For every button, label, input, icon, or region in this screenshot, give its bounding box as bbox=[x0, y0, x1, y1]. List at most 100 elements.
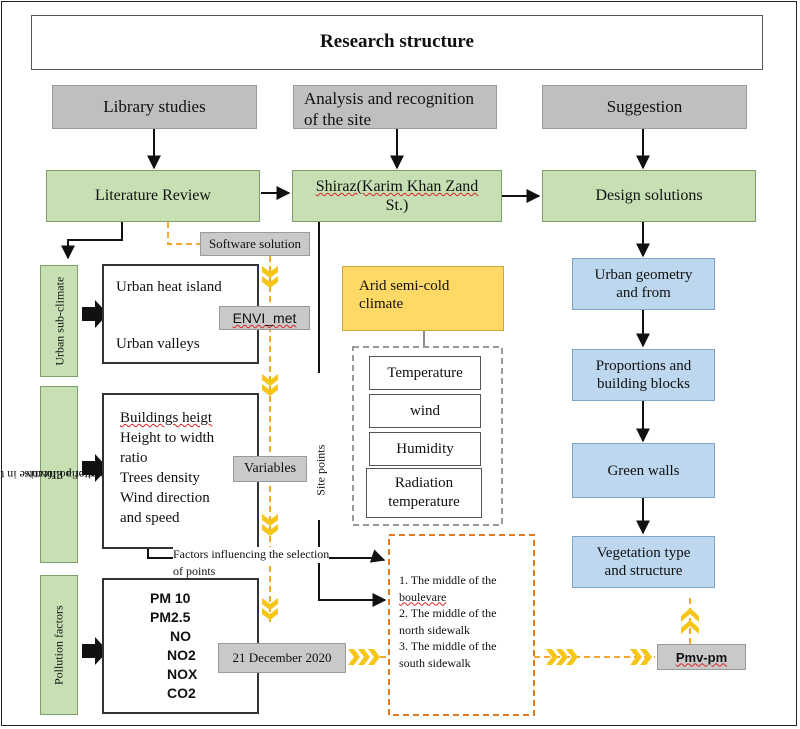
pollutant-co2: CO2 bbox=[167, 685, 196, 702]
pollutant-no2: NO2 bbox=[167, 647, 196, 664]
points-dashed-box bbox=[388, 534, 535, 716]
urban-valleys: Urban valleys bbox=[116, 336, 200, 352]
humidity-label: Humidity bbox=[396, 441, 454, 457]
urban-geometry-line-1: Urban geometry bbox=[594, 267, 693, 283]
factors-text: Factors influencing the selection bbox=[173, 547, 330, 563]
analysis-label-line1: Analysis and recognition bbox=[304, 89, 474, 108]
proportions-line-1: Proportions and bbox=[595, 358, 692, 374]
factors-text-2: of points bbox=[173, 563, 216, 580]
factors-line-2: of points bbox=[173, 564, 216, 578]
pollutant-pm25: PM2.5 bbox=[150, 609, 191, 626]
library-studies-box: Library studies bbox=[52, 85, 257, 129]
site-points-label-wrap: Site points bbox=[306, 420, 334, 520]
criteria-box bbox=[102, 393, 259, 549]
pollutant-no: NO bbox=[170, 628, 191, 645]
variables-label: Variables bbox=[243, 461, 297, 476]
criteria-line-2: Height to width bbox=[120, 429, 215, 446]
urban-heat-island: Urban heat island bbox=[116, 279, 222, 295]
vegetation-box: Vegetation type and structure bbox=[572, 536, 715, 588]
radiation-line-1: Radiation bbox=[394, 474, 454, 491]
pollutant-nox: NOX bbox=[167, 666, 198, 683]
shiraz-label-line2: St.) bbox=[385, 197, 409, 214]
criteria-line-1: Buildings heigt bbox=[120, 410, 213, 426]
climate-dashed-group bbox=[352, 346, 503, 526]
point-3-line-1: 3. The middle of the bbox=[399, 639, 497, 654]
site-points-list: 1. The middle of the boulevare 2. The mi… bbox=[399, 572, 496, 671]
date-label: 21 December 2020 bbox=[232, 650, 332, 665]
temperature-box: Temperature bbox=[369, 356, 481, 390]
point-2-line-1: 2. The middle of the bbox=[399, 606, 497, 621]
green-walls-label: Green walls bbox=[607, 462, 680, 479]
criteria-list: Buildings heigt Height to width ratio Tr… bbox=[120, 409, 214, 529]
chevrons-down-3 bbox=[262, 514, 278, 536]
block-arrow-pollution bbox=[82, 637, 108, 665]
criteria-line-5: Wind direction bbox=[120, 489, 210, 506]
suggestion-box: Suggestion bbox=[542, 85, 747, 129]
dash-literature-to-software bbox=[167, 222, 200, 245]
software-solution-label: Software solution bbox=[208, 236, 302, 251]
urban-geometry-box: Urban geometry and from bbox=[572, 258, 715, 310]
chevrons-right-pmv bbox=[630, 649, 652, 665]
radiation-line-2: temperature bbox=[388, 494, 460, 510]
climate-line-2: climate bbox=[359, 296, 404, 312]
pollutant-pm10: PM 10 bbox=[150, 590, 191, 606]
envi-met-tag: ENVI_met bbox=[219, 306, 310, 330]
software-solution-tag: Software solution bbox=[200, 232, 310, 256]
climate-box: Arid semi-cold climate bbox=[342, 266, 504, 331]
point-3-line-2: south sidewalk bbox=[399, 655, 471, 670]
design-solutions-box: Design solutions bbox=[542, 170, 756, 222]
vegetation-line-1: Vegetation type bbox=[596, 545, 691, 561]
literature-review-label: Literature Review bbox=[95, 187, 211, 205]
date-tag: 21 December 2020 bbox=[218, 643, 346, 673]
pollution-list: PM 10 PM2.5 NO NO2 NOX CO2 bbox=[150, 589, 250, 703]
side-urban-sub-climate: Urban sub-climate bbox=[40, 265, 78, 377]
urban-geometry-line-2: and from bbox=[616, 285, 671, 301]
point-1-line-1: 1. The middle of the bbox=[399, 573, 497, 587]
page-title: Research structure bbox=[320, 31, 474, 53]
criteria-line-4: Trees density bbox=[120, 469, 200, 486]
site-line-lower bbox=[318, 520, 387, 607]
design-solutions-label: Design solutions bbox=[595, 187, 703, 205]
chevrons-down-4 bbox=[262, 598, 278, 620]
vegetation-line-2: and structure bbox=[604, 563, 683, 579]
point-1-line-2: boulevare bbox=[399, 589, 447, 604]
site-points-label: Site points bbox=[312, 444, 327, 496]
analysis-label-line2: of the site bbox=[304, 110, 372, 130]
suggestion-label: Suggestion bbox=[606, 96, 683, 116]
green-walls-box: Green walls bbox=[572, 443, 715, 498]
factors-line-1: Factors influencing the selection bbox=[173, 547, 330, 561]
literature-review-box: Literature Review bbox=[46, 170, 260, 222]
pollution-factors-label: Pollution factors bbox=[51, 605, 66, 685]
chevrons-up-pmv bbox=[681, 608, 699, 634]
shiraz-label-line1: Shiraz(Karim Khan Zand bbox=[315, 177, 479, 195]
criteria-line-3: ratio bbox=[120, 449, 148, 466]
block-arrow-criteria bbox=[82, 454, 108, 482]
chevrons-down-2 bbox=[262, 374, 278, 396]
wind-box: wind bbox=[369, 394, 481, 428]
proportions-line-2: building blocks bbox=[597, 376, 690, 392]
chevrons-right-points bbox=[546, 649, 578, 665]
point-2-line-2: north sidewalk bbox=[399, 622, 470, 637]
chevrons-right-date bbox=[348, 649, 380, 665]
humidity-box: Humidity bbox=[369, 432, 481, 466]
criteria-line-6: and speed bbox=[120, 509, 180, 526]
analysis-box: Analysis and recognition of the site bbox=[293, 85, 497, 129]
title-box: Research structure bbox=[31, 15, 763, 70]
temperature-label: Temperature bbox=[387, 365, 463, 381]
side-pollution-factors: Pollution factors bbox=[40, 575, 78, 715]
block-arrow-subclimate bbox=[82, 300, 108, 328]
proportions-box: Proportions and building blocks bbox=[572, 349, 715, 401]
chevrons-down-1 bbox=[262, 266, 278, 288]
pmv-label: Pmv-pm bbox=[675, 649, 728, 665]
arrow-literature-to-subclimate bbox=[61, 222, 123, 260]
wind-label: wind bbox=[410, 403, 440, 419]
climate-line-1: Arid semi-cold bbox=[359, 278, 450, 294]
envi-met-label: ENVI_met bbox=[232, 310, 297, 326]
radiation-box: Radiation temperature bbox=[366, 468, 482, 518]
library-studies-label: Library studies bbox=[103, 96, 206, 116]
pmv-tag: Pmv-pm bbox=[657, 644, 746, 670]
